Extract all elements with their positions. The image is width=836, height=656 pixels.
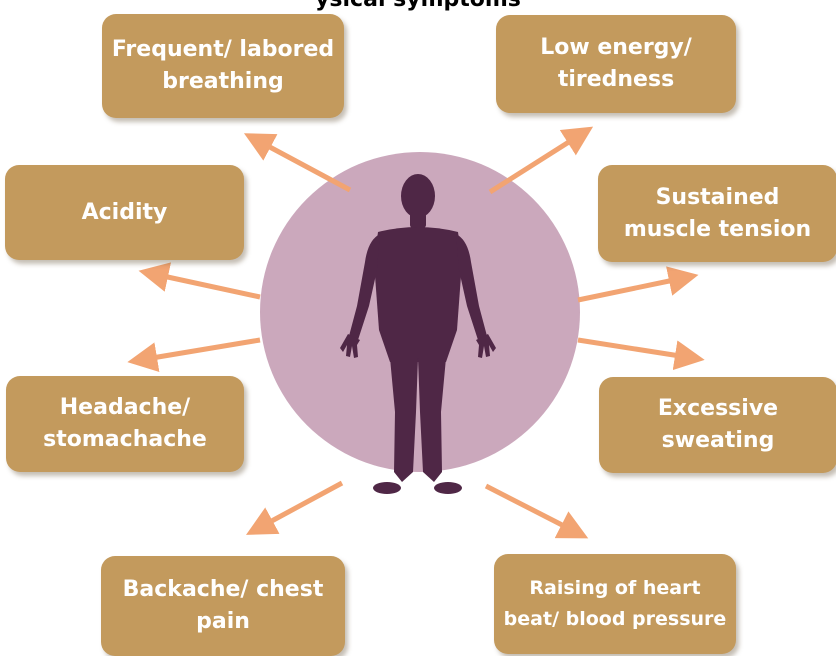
symptom-breathing-line-1: Frequent/ labored <box>112 34 334 66</box>
arrow-headache <box>152 340 260 358</box>
arrow-sweating <box>578 340 680 356</box>
arrow-heart <box>486 486 566 527</box>
symptom-acidity: Acidity <box>5 165 244 260</box>
arrow-energy <box>490 140 572 192</box>
symptom-energy: Low energy/ tiredness <box>496 15 736 113</box>
symptom-headache-line-2: stomachache <box>43 424 207 456</box>
arrow-breathing <box>266 145 350 190</box>
symptom-heart-line-1: Raising of heart <box>504 573 727 604</box>
symptom-muscle-line-2: muscle tension <box>624 214 811 246</box>
symptom-heart-line-2: beat/ blood pressure <box>504 604 727 635</box>
symptom-energy-line-1: Low energy/ <box>540 32 692 64</box>
symptom-backache-line-2: pain <box>123 606 324 638</box>
symptom-sweating: Excessive sweating <box>599 377 836 473</box>
arrow-acidity <box>163 276 260 297</box>
symptom-muscle: Sustained muscle tension <box>598 165 836 262</box>
symptom-headache: Headache/ stomachache <box>6 376 244 472</box>
symptom-backache: Backache/ chest pain <box>101 556 345 656</box>
arrow-backache <box>268 483 342 523</box>
symptom-sweating-line-1: Excessive <box>658 393 778 425</box>
symptom-energy-line-2: tiredness <box>540 64 692 96</box>
symptom-breathing-line-2: breathing <box>112 66 334 98</box>
symptom-sweating-line-2: sweating <box>658 425 778 457</box>
symptom-backache-line-1: Backache/ chest <box>123 574 324 606</box>
symptom-acidity-line-1: Acidity <box>82 197 168 229</box>
symptom-heart: Raising of heart beat/ blood pressure <box>494 554 736 654</box>
symptom-muscle-line-1: Sustained <box>624 182 811 214</box>
arrow-muscle <box>578 280 674 300</box>
symptom-headache-line-1: Headache/ <box>43 392 207 424</box>
symptom-breathing: Frequent/ labored breathing <box>102 14 344 118</box>
